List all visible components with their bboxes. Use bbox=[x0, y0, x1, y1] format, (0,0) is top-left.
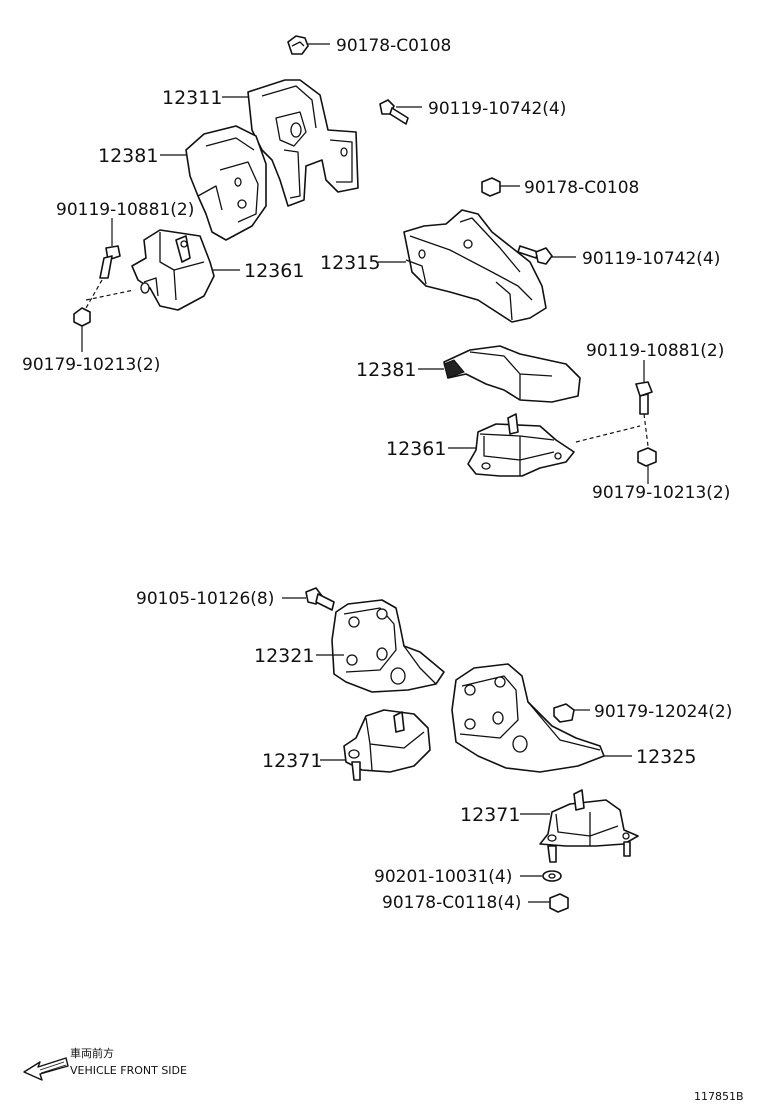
legend-en: VEHICLE FRONT SIDE bbox=[70, 1064, 187, 1077]
bolt-90119-10881-left bbox=[99, 245, 121, 279]
legend-jp: 車両前方 bbox=[70, 1046, 114, 1060]
label-nut-top: 90178-C0108 bbox=[336, 36, 451, 56]
nut-90178-c0108-right bbox=[481, 177, 501, 197]
washer-90201-10031 bbox=[542, 870, 562, 882]
label-bolt-top: 90119-10742(4) bbox=[428, 99, 566, 119]
engine-mount-12371-rear-left bbox=[343, 709, 431, 781]
label-nut-left: 90179-10213(2) bbox=[22, 355, 160, 375]
arrow-left-icon bbox=[23, 1057, 69, 1081]
nut-90179-10213-right bbox=[637, 447, 657, 467]
label-bolt-right: 90119-10742(4) bbox=[582, 249, 720, 269]
label-nut-right: 90178-C0108 bbox=[524, 178, 639, 198]
label-washer: 90201-10031(4) bbox=[374, 867, 512, 887]
label-nut-bottom: 90178-C0118(4) bbox=[382, 893, 521, 913]
insulator-12381-left bbox=[185, 125, 267, 241]
label-nut-right2: 90179-10213(2) bbox=[592, 483, 730, 503]
nut-90178-c0118 bbox=[549, 893, 569, 913]
bolt-90105-10126 bbox=[305, 587, 335, 611]
label-12315: 12315 bbox=[320, 252, 380, 274]
engine-bracket-12315 bbox=[403, 209, 547, 323]
engine-mount-12371-rear-right bbox=[539, 789, 639, 863]
label-12381-right: 12381 bbox=[356, 359, 416, 381]
label-12361-right: 12361 bbox=[386, 438, 446, 460]
label-12371-right: 12371 bbox=[460, 804, 520, 826]
label-nut-rear: 90179-12024(2) bbox=[594, 702, 732, 722]
engine-mount-12361-right bbox=[467, 413, 575, 477]
label-12325: 12325 bbox=[636, 746, 696, 768]
engine-mount-12361-left bbox=[131, 229, 215, 311]
nut-90179-12024 bbox=[553, 703, 575, 723]
bolt-90119-10742-top bbox=[379, 99, 409, 125]
bolt-90119-10881-right bbox=[635, 381, 653, 415]
engine-bracket-12321 bbox=[331, 599, 445, 693]
nut-90179-10213-left bbox=[73, 307, 91, 327]
nut-90178-c0108-top bbox=[287, 35, 309, 55]
label-12371-left: 12371 bbox=[262, 750, 322, 772]
engine-bracket-12311 bbox=[247, 79, 359, 207]
label-12361-left: 12361 bbox=[244, 260, 304, 282]
bolt-90119-10742-right bbox=[517, 245, 553, 265]
label-12321: 12321 bbox=[254, 645, 314, 667]
label-12381-left: 12381 bbox=[98, 145, 158, 167]
insulator-12381-right bbox=[443, 345, 581, 403]
figure-id: 117851B bbox=[694, 1090, 744, 1103]
label-bolt-right2: 90119-10881(2) bbox=[586, 341, 724, 361]
engine-bracket-12325 bbox=[451, 663, 605, 773]
label-12311: 12311 bbox=[162, 87, 222, 109]
label-bolt-left: 90119-10881(2) bbox=[56, 200, 194, 220]
label-bolt-rear: 90105-10126(8) bbox=[136, 589, 274, 609]
